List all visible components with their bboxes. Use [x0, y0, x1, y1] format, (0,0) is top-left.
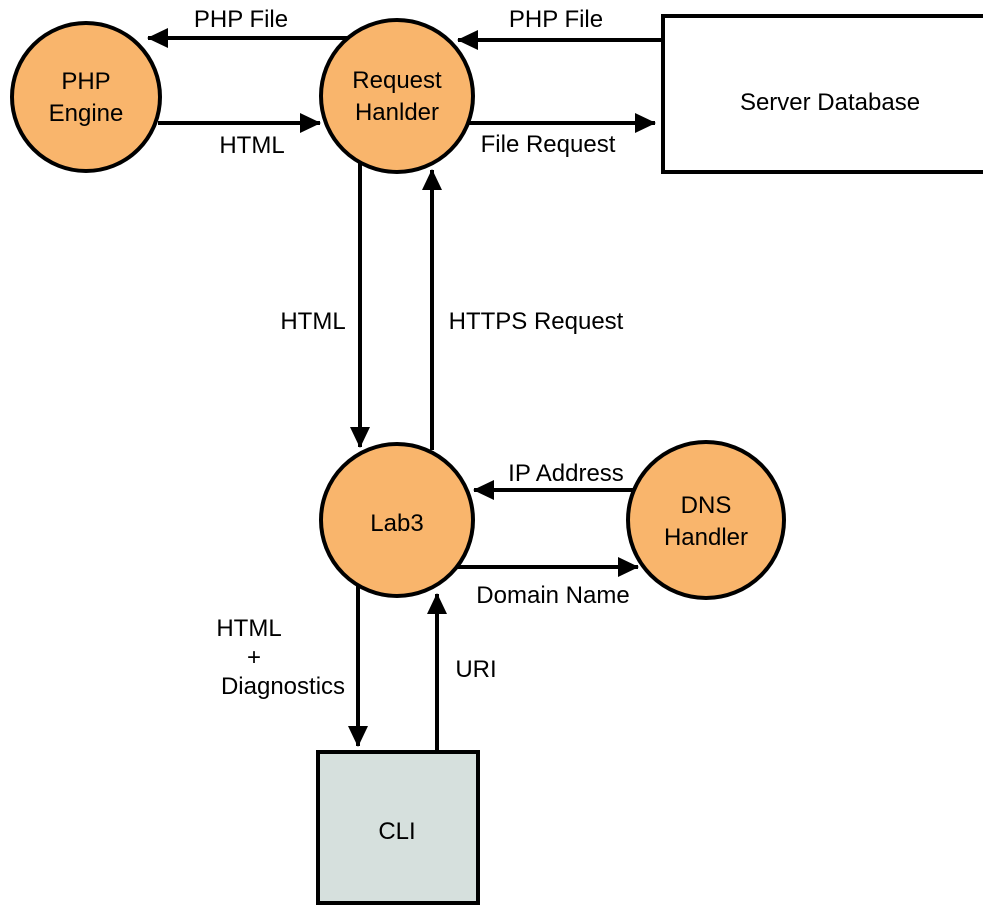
- edge-label-https-request: HTTPS Request: [449, 308, 624, 335]
- edge-label-file-request: File Request: [481, 131, 616, 158]
- dns-handler-circle: [626, 440, 786, 600]
- edge-database-to-handler: PHP File: [457, 6, 663, 50]
- edge-label-ip-address: IP Address: [508, 460, 624, 487]
- php-engine-label-line1: PHP: [61, 68, 110, 95]
- node-dns-handler: DNS Handler: [626, 440, 786, 600]
- edge-lab3-to-handler: HTTPS Request: [422, 169, 624, 450]
- request-handler-label-line1: Request: [352, 67, 442, 94]
- lab3-label: Lab3: [370, 510, 423, 537]
- lab3-circle: [319, 442, 475, 598]
- edge-handler-to-engine: PHP File: [147, 6, 349, 48]
- node-php-engine: PHP Engine: [10, 21, 162, 173]
- node-server-database: Server Database: [661, 14, 983, 174]
- cli-label: CLI: [378, 818, 415, 845]
- edge-handler-to-lab3: HTML: [280, 163, 370, 448]
- edge-label-php-file-left: PHP File: [194, 6, 288, 33]
- node-cli: CLI: [316, 750, 480, 905]
- edge-label-uri: URI: [455, 656, 496, 683]
- edge-dns-to-lab3: IP Address: [473, 460, 634, 500]
- server-database-box: [661, 14, 983, 174]
- edge-label-html-diag-line3: Diagnostics: [221, 673, 345, 700]
- edge-engine-to-handler: HTML: [158, 113, 321, 159]
- edge-label-html-left: HTML: [219, 132, 284, 159]
- node-lab3: Lab3: [319, 442, 475, 598]
- request-handler-circle: [319, 18, 475, 174]
- node-request-handler: Request Hanlder: [319, 18, 475, 174]
- edge-label-html-middle: HTML: [280, 308, 345, 335]
- cli-box: [316, 750, 480, 905]
- server-database-label: Server Database: [740, 89, 920, 116]
- edge-label-php-file-right: PHP File: [509, 6, 603, 33]
- edge-label-domain-name: Domain Name: [476, 582, 629, 609]
- edge-lab3-to-cli: HTML + Diagnostics: [216, 585, 368, 747]
- dns-handler-label-line2: Handler: [664, 524, 748, 551]
- edge-cli-to-lab3: URI: [427, 593, 497, 752]
- request-handler-label-line2: Hanlder: [355, 99, 439, 126]
- edge-label-html-diag-line1: HTML: [216, 615, 281, 642]
- edge-handler-to-database: File Request: [469, 113, 656, 158]
- edge-lab3-to-dns: Domain Name: [457, 557, 639, 609]
- php-engine-circle: [10, 21, 162, 173]
- dns-handler-label-line1: DNS: [681, 492, 732, 519]
- edge-label-html-diag-line2: +: [247, 644, 261, 671]
- php-engine-label-line2: Engine: [49, 100, 124, 127]
